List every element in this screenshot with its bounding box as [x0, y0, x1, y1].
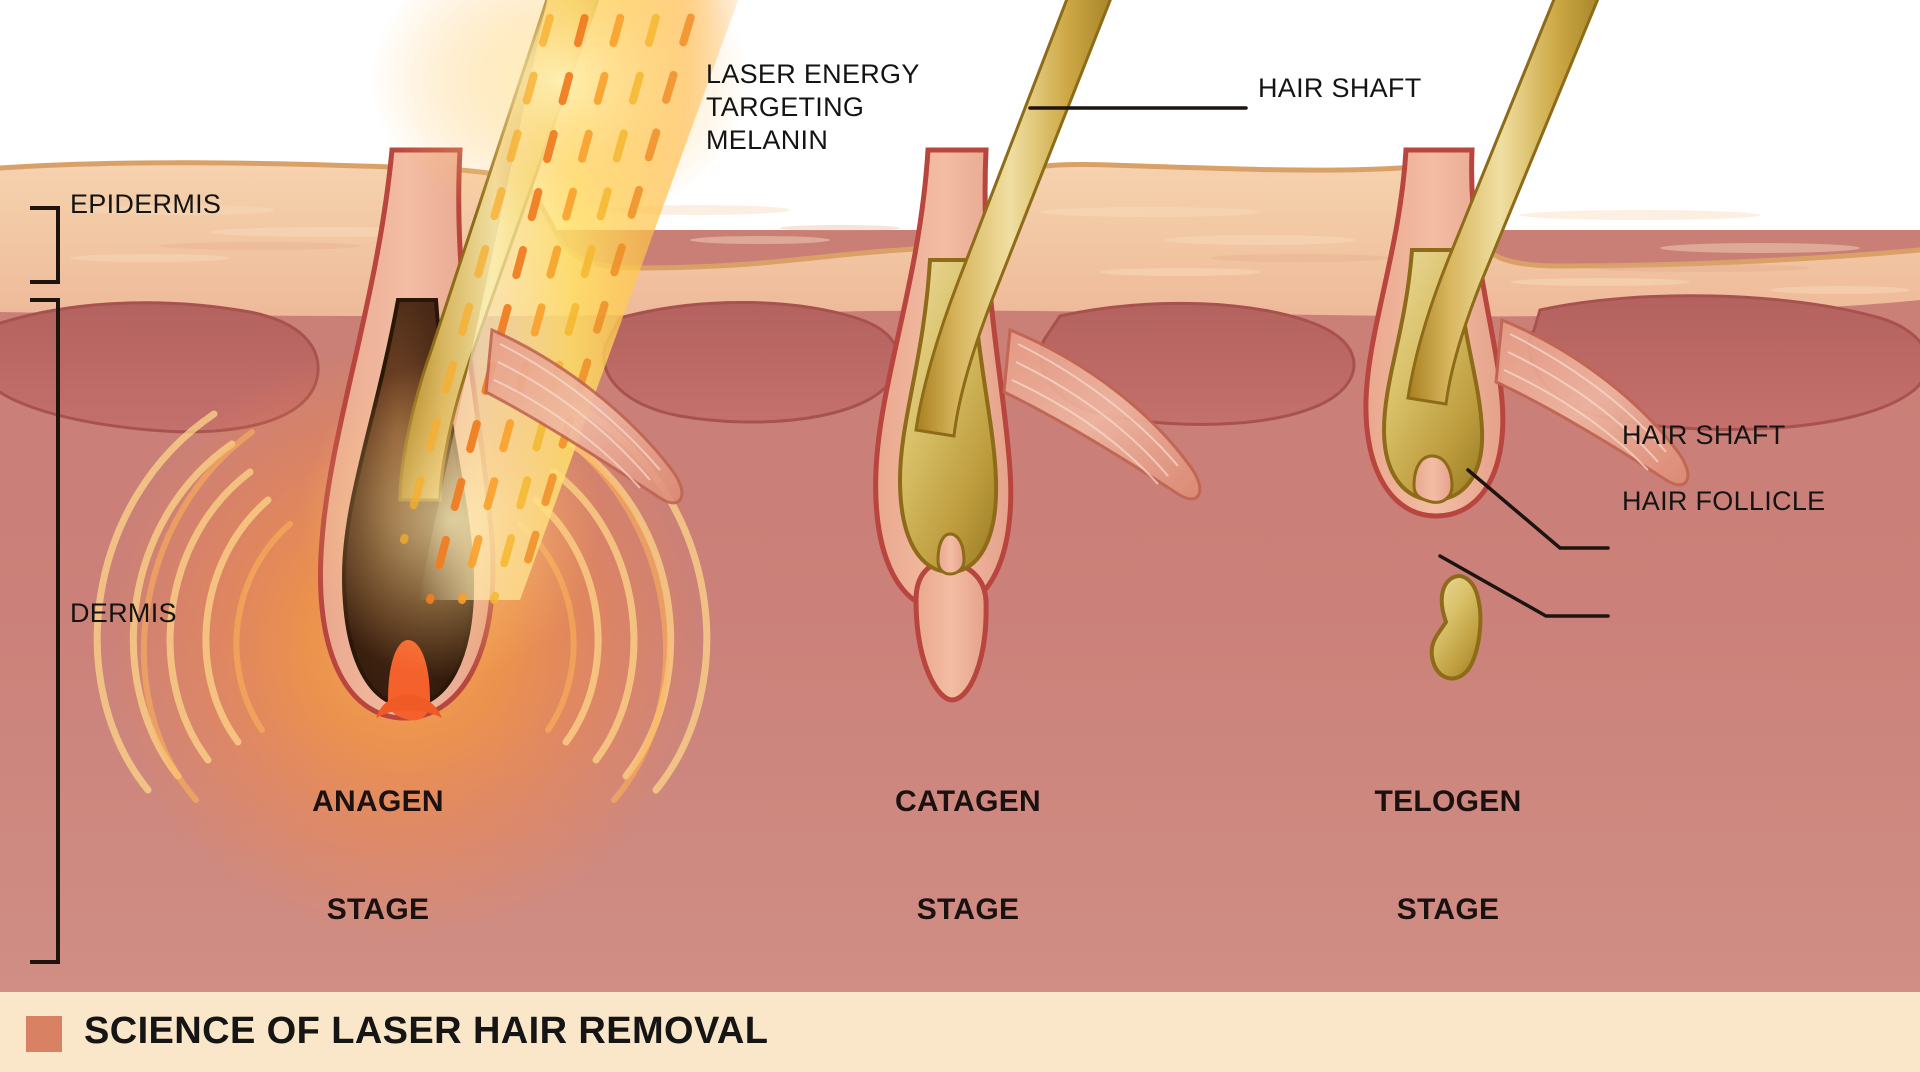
stage-label-telogen-line1: TELOGEN [1374, 785, 1522, 818]
label-epidermis: EPIDERMIS [70, 189, 222, 219]
footer-title: SCIENCE OF LASER HAIR REMOVAL [84, 1010, 769, 1052]
label-hair-shaft-right: HAIR SHAFT [1622, 420, 1786, 450]
telogen-follicle-group [1363, 0, 1690, 681]
label-hair-shaft-top: HAIR SHAFT [1258, 73, 1422, 103]
stage-label-catagen-line1: CATAGEN [895, 785, 1041, 818]
stage-label-anagen-line1: ANAGEN [312, 785, 444, 818]
footer-color-swatch [26, 1016, 62, 1052]
label-laser-energy-line3: MELANIN [706, 125, 829, 155]
telogen-detached-papilla [1429, 574, 1483, 681]
anagen-follicle-group [93, 0, 750, 940]
laser-dashes [400, 0, 701, 604]
stage-label-telogen-line2: STAGE [1396, 893, 1500, 926]
dermis-bracket [30, 298, 60, 964]
label-dermis: DERMIS [70, 598, 177, 628]
stage-label-telogen: TELOGEN STAGE [1248, 712, 1648, 1000]
stage-label-catagen-line2: STAGE [916, 893, 1020, 926]
telogen-hair-shaft [1406, 0, 1600, 406]
stage-label-anagen-line2: STAGE [326, 893, 430, 926]
label-hair-follicle-right: HAIR FOLLICLE [1622, 486, 1826, 516]
label-laser-energy-line1: LASER ENERGY [706, 59, 920, 89]
laser-beam [300, 0, 750, 680]
callout-leader-lines [1028, 106, 1610, 618]
stage-label-catagen: CATAGEN STAGE [768, 712, 1168, 1000]
footer-banner [0, 992, 1920, 1072]
label-laser-energy-line2: TARGETING [706, 92, 865, 122]
stage-label-anagen: ANAGEN STAGE [178, 712, 578, 1000]
epidermis-bracket [30, 206, 60, 284]
leader-hair-follicle-right [1438, 554, 1610, 618]
leader-hair-shaft-right [1466, 468, 1610, 550]
